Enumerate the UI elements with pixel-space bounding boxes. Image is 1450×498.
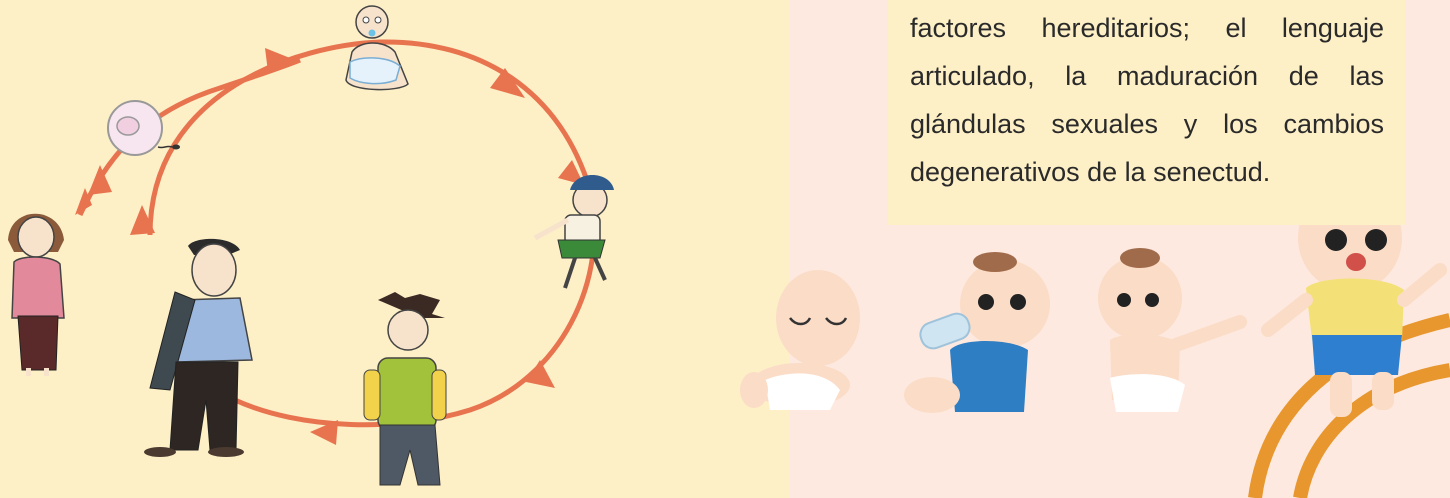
sleeping-baby-icon: [740, 270, 860, 410]
description-box: factores hereditarios; el lenguaje artic…: [888, 0, 1405, 225]
bottle-baby-icon: [904, 252, 1050, 413]
description-text: factores hereditarios; el lenguaje artic…: [910, 4, 1384, 196]
adolescent-figure-icon: [364, 292, 446, 485]
ovum-cell-icon: [108, 101, 162, 155]
sitting-baby-icon: [1098, 248, 1240, 412]
sperm-cell-icon: [158, 145, 180, 150]
infant-figure-icon: [346, 6, 408, 90]
adult-man-figure-icon: [144, 239, 252, 457]
adult-woman-figure-icon: [8, 214, 64, 376]
child-figure-icon: [535, 175, 614, 288]
